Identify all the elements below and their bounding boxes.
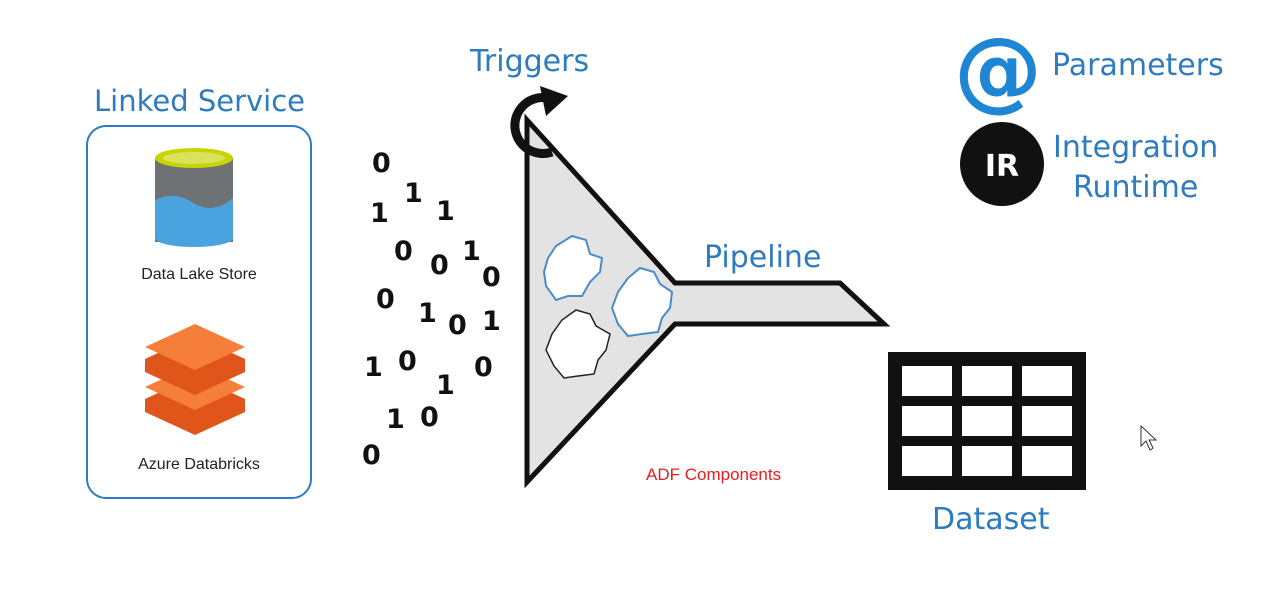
binary-digit: 1 bbox=[364, 352, 383, 383]
data-lake-store-icon bbox=[155, 148, 233, 247]
linked-service-title: Linked Service bbox=[94, 84, 306, 118]
binary-digit: 1 bbox=[436, 370, 455, 401]
binary-digit: 0 bbox=[430, 250, 449, 281]
binary-digit: 1 bbox=[404, 178, 423, 209]
binary-digit: 0 bbox=[420, 402, 439, 433]
binary-digit: 0 bbox=[362, 440, 381, 471]
parameters-label: Parameters bbox=[1052, 48, 1224, 83]
dataset-label: Dataset bbox=[932, 502, 1050, 537]
binary-digit: 1 bbox=[462, 236, 481, 267]
svg-text:IR: IR bbox=[985, 149, 1019, 184]
binary-digit: 0 bbox=[376, 284, 395, 315]
binary-digit: 0 bbox=[448, 310, 467, 341]
binary-digit: 1 bbox=[370, 198, 389, 229]
azure-databricks-label: Azure Databricks bbox=[138, 456, 260, 473]
binary-digit: 0 bbox=[398, 346, 417, 377]
at-sign-icon: @ bbox=[954, 18, 1042, 121]
gear-icon bbox=[545, 309, 611, 379]
svg-text:@: @ bbox=[954, 18, 1042, 121]
pipeline-funnel-shape bbox=[524, 113, 891, 489]
binary-digit: 0 bbox=[394, 236, 413, 267]
integration-runtime-label-line1: Integration bbox=[1053, 130, 1219, 165]
data-lake-store-label: Data Lake Store bbox=[141, 266, 257, 283]
binary-digit: 1 bbox=[418, 298, 437, 329]
mouse-cursor-icon bbox=[1140, 424, 1158, 451]
grid-table-icon bbox=[888, 352, 1086, 490]
integration-runtime-label-line2: Runtime bbox=[1073, 170, 1199, 205]
triggers-label: Triggers bbox=[470, 44, 590, 79]
azure-databricks-icon bbox=[145, 324, 245, 435]
integration-runtime-badge: IR bbox=[960, 122, 1044, 206]
pipeline-label: Pipeline bbox=[704, 240, 822, 275]
binary-digit: 0 bbox=[372, 148, 391, 179]
caption-text: ADF Components bbox=[646, 465, 782, 484]
gear-icon bbox=[610, 266, 674, 338]
refresh-icon bbox=[510, 86, 568, 159]
binary-digit: 0 bbox=[482, 262, 501, 293]
binary-digit: 1 bbox=[436, 196, 455, 227]
linked-service-box bbox=[86, 125, 312, 499]
gear-icon bbox=[542, 234, 604, 302]
binary-digit: 1 bbox=[386, 404, 405, 435]
binary-digit: 0 bbox=[474, 352, 493, 383]
binary-digit: 1 bbox=[482, 306, 501, 337]
integration-runtime-label: Integration Runtime bbox=[1053, 128, 1218, 208]
